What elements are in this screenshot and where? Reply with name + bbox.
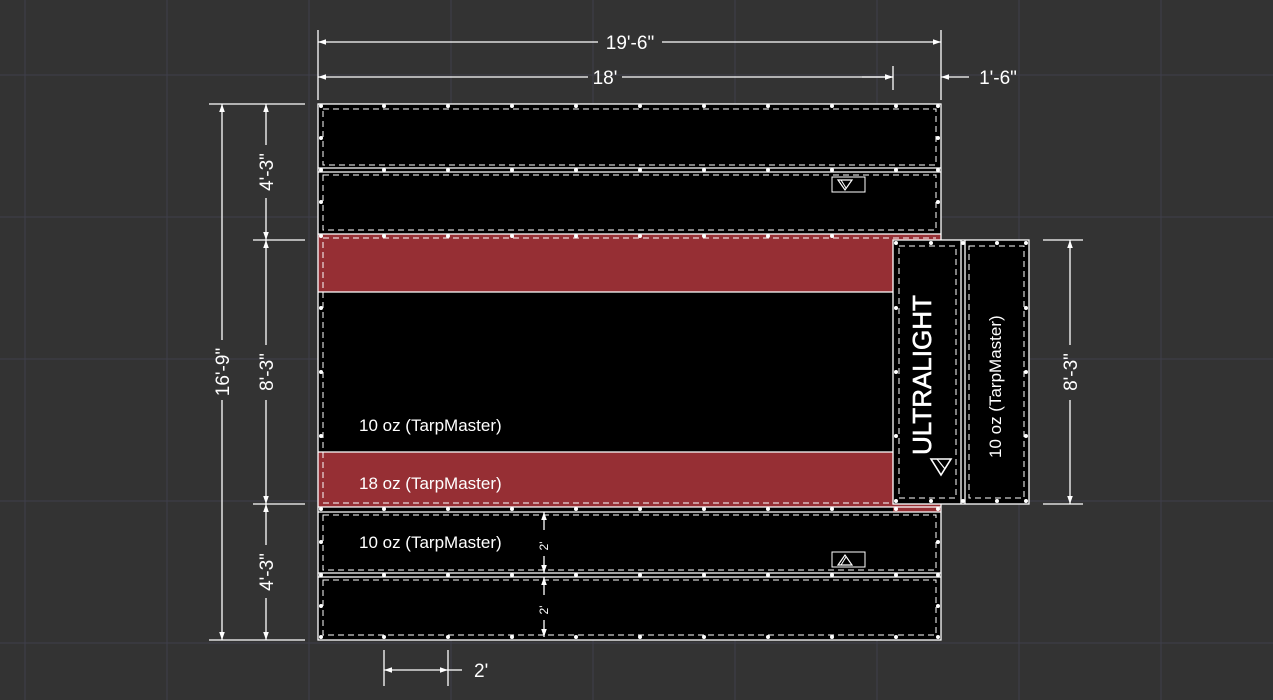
dimension-grommet-spacing: 2'	[383, 650, 488, 686]
dimension-panel-gap-lower: 2'	[537, 577, 551, 637]
dimension-main-width: 18'	[318, 66, 894, 90]
dimension-middle-section: 8'-3"	[253, 240, 305, 505]
ultralight-logo-mark	[929, 458, 953, 477]
dimension-flap-width: 1'-6"	[862, 68, 1017, 89]
reinforcement-strip-lower	[318, 452, 893, 507]
material-label-10oz-middle: 10 oz (TarpMaster)	[359, 416, 502, 435]
logo-badge-bottom	[831, 551, 866, 568]
reinforcement-strip-upper	[318, 234, 893, 292]
dim-label-main-width: 18'	[593, 68, 618, 89]
dim-label-middle-section: 8'-3"	[257, 353, 278, 391]
dim-label-total-height: 16'-9"	[213, 348, 234, 396]
dim-label-grommet-spacing: 2'	[474, 661, 488, 682]
reinforcement-strip-right-edge-lower	[893, 504, 941, 512]
grommets	[319, 104, 940, 639]
dimension-top-section: 4'-3"	[253, 104, 305, 241]
dim-label-panel-gap-lower: 2'	[537, 606, 551, 615]
dimension-total-width: 19'-6"	[317, 30, 942, 100]
material-label-10oz-bottom: 10 oz (TarpMaster)	[359, 533, 502, 552]
material-label-18oz: 18 oz (TarpMaster)	[359, 474, 502, 493]
side-flap: ULTRALIGHT 10 oz (TarpMaster)	[892, 239, 1030, 505]
dimension-flap-height: 8'-3"	[1043, 239, 1083, 505]
flap-grommets	[894, 241, 1028, 503]
tarp-body	[318, 104, 941, 640]
dim-label-top-section: 4'-3"	[257, 153, 278, 191]
flap-material-label: 10 oz (TarpMaster)	[986, 315, 1005, 458]
hem-fourth-panel	[322, 514, 937, 571]
dim-label-flap-width: 1'-6"	[979, 68, 1017, 89]
dim-label-bottom-section: 4'-3"	[257, 553, 278, 591]
logo-badge-top	[831, 176, 866, 193]
dim-label-flap-height: 8'-3"	[1061, 353, 1082, 391]
hem-top-panel	[322, 108, 937, 166]
dimension-panel-gap-upper: 2'	[537, 512, 551, 573]
main-tarp: 10 oz (TarpMaster) 18 oz (TarpMaster) 10…	[317, 103, 942, 641]
dim-label-panel-gap-upper: 2'	[537, 542, 551, 551]
dimension-total-height: 16'-9"	[209, 103, 305, 641]
dimension-bottom-section: 4'-3"	[257, 504, 278, 640]
hem-bottom-panel	[322, 579, 937, 636]
hem-second-panel	[322, 174, 937, 231]
ultralight-logo: ULTRALIGHT	[907, 295, 937, 455]
dim-label-total-width: 19'-6"	[606, 33, 654, 54]
flap-hem-left	[898, 245, 957, 499]
